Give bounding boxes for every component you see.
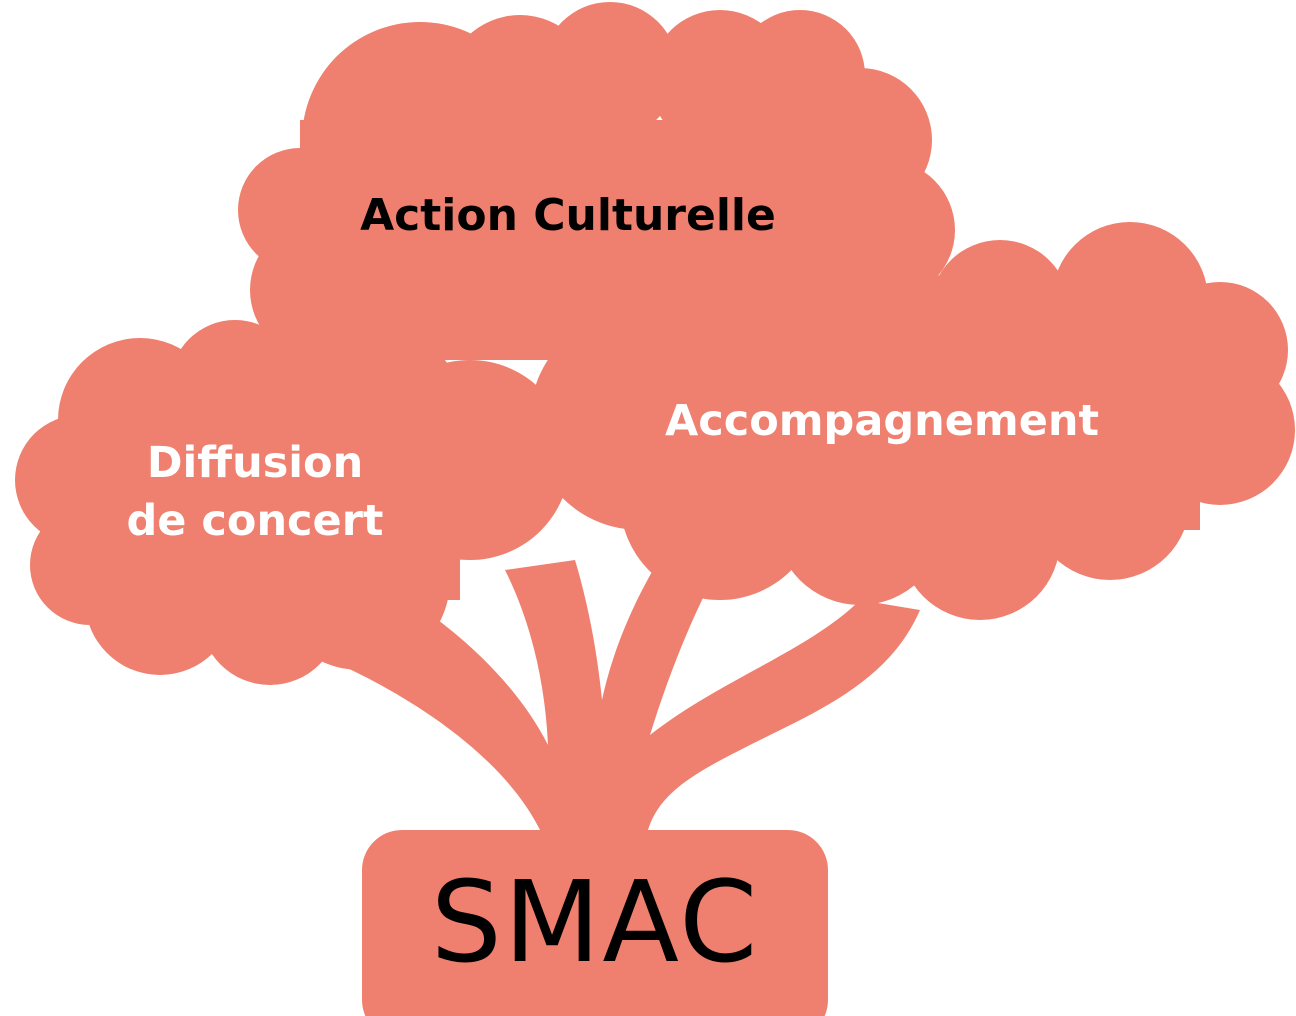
label-diffusion-line2: de concert [126, 496, 384, 546]
trunk-base-box [362, 830, 828, 1016]
label-accompagnement: Accompagnement [664, 396, 1100, 446]
label-diffusion-de-concert: Diffusion de concert [90, 434, 420, 550]
tree-shape [15, 2, 1295, 830]
label-action-culturelle: Action Culturelle [360, 190, 776, 241]
label-diffusion-line1: Diffusion [146, 438, 364, 488]
canopy-left [15, 320, 570, 685]
canopy-right [530, 222, 1295, 620]
trunk-label-smac: SMAC [430, 858, 760, 988]
tree-branches [330, 550, 920, 830]
